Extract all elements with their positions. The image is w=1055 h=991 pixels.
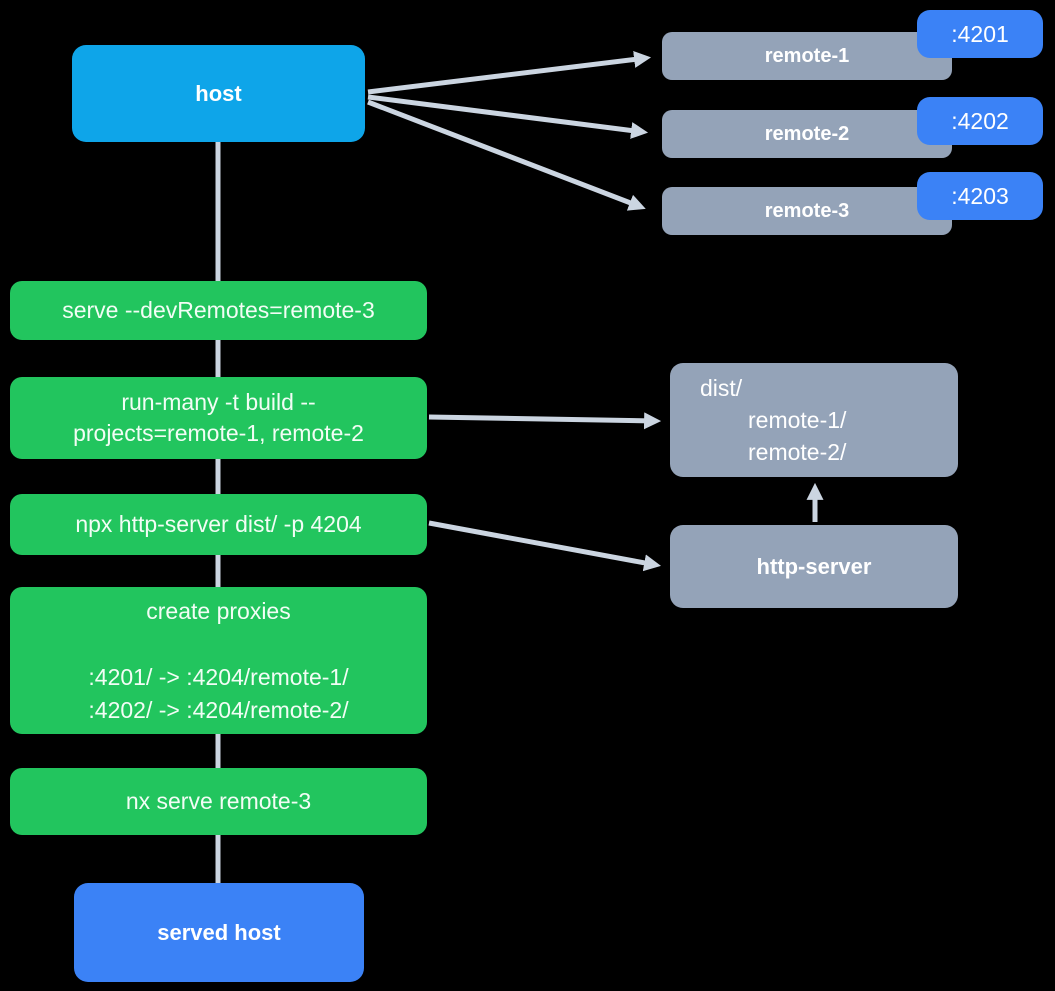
dist-folder-root: dist/ — [700, 375, 743, 401]
step-proxy-mapping-2: :4202/ -> :4204/remote-2/ — [88, 696, 349, 723]
port-4201-label: :4201 — [951, 20, 1009, 47]
port-4202-label: :4202 — [951, 107, 1009, 134]
arrow-runmany-to-dist — [428, 412, 662, 430]
arrow-host-to-remote-2 — [367, 94, 649, 139]
remote-3-label: remote-3 — [764, 199, 850, 222]
step-nx-serve-remote-3-label: nx serve remote-3 — [125, 788, 312, 814]
step-create-proxies-box: create proxies :4201/ -> :4204/remote-1/… — [10, 587, 427, 734]
step-npx-http-server-box: npx http-server dist/ -p 4204 — [10, 494, 427, 555]
step-run-many-line-2: projects=remote-1, remote-2 — [73, 420, 364, 446]
dist-folder-box: dist/ remote-1/ remote-2/ — [670, 363, 958, 477]
step-nx-serve-remote-3-box: nx serve remote-3 — [10, 768, 427, 835]
step-serve-dev-remotes-label: serve --devRemotes=remote-3 — [62, 297, 375, 323]
http-server-box: http-server — [670, 525, 958, 608]
http-server-label: http-server — [756, 553, 872, 579]
remote-2-box: remote-2 — [662, 110, 952, 158]
step-npx-http-server-label: npx http-server dist/ -p 4204 — [75, 511, 362, 537]
dist-folder-remote-2: remote-2/ — [748, 439, 847, 465]
arrow-npx-to-httpserver — [428, 520, 662, 572]
arrow-host-to-remote-1 — [367, 51, 652, 95]
port-badge-4202: :4202 — [917, 97, 1043, 145]
step-run-many-build-box: run-many -t build -- projects=remote-1, … — [10, 377, 427, 459]
served-host-box: served host — [74, 883, 364, 982]
step-serve-dev-remotes-box: serve --devRemotes=remote-3 — [10, 281, 427, 340]
step-create-proxies-spacer — [10, 628, 427, 661]
step-create-proxies-title: create proxies — [146, 597, 291, 624]
served-host-label: served host — [157, 919, 281, 945]
port-4203-label: :4203 — [951, 182, 1009, 209]
step-run-many-line-1: run-many -t build -- — [121, 389, 316, 415]
port-badge-4201: :4201 — [917, 10, 1043, 58]
port-badge-4203: :4203 — [917, 172, 1043, 220]
remote-1-label: remote-1 — [764, 44, 850, 67]
dist-folder-remote-1: remote-1/ — [748, 407, 847, 433]
host-label: host — [195, 80, 242, 106]
host-box: host — [72, 45, 365, 142]
remote-3-box: remote-3 — [662, 187, 952, 235]
step-proxy-mapping-1: :4201/ -> :4204/remote-1/ — [88, 663, 349, 690]
arrow-build-step-to-dist — [367, 99, 646, 211]
remote-2-label: remote-2 — [764, 122, 850, 145]
remote-1-box: remote-1 — [662, 32, 952, 80]
